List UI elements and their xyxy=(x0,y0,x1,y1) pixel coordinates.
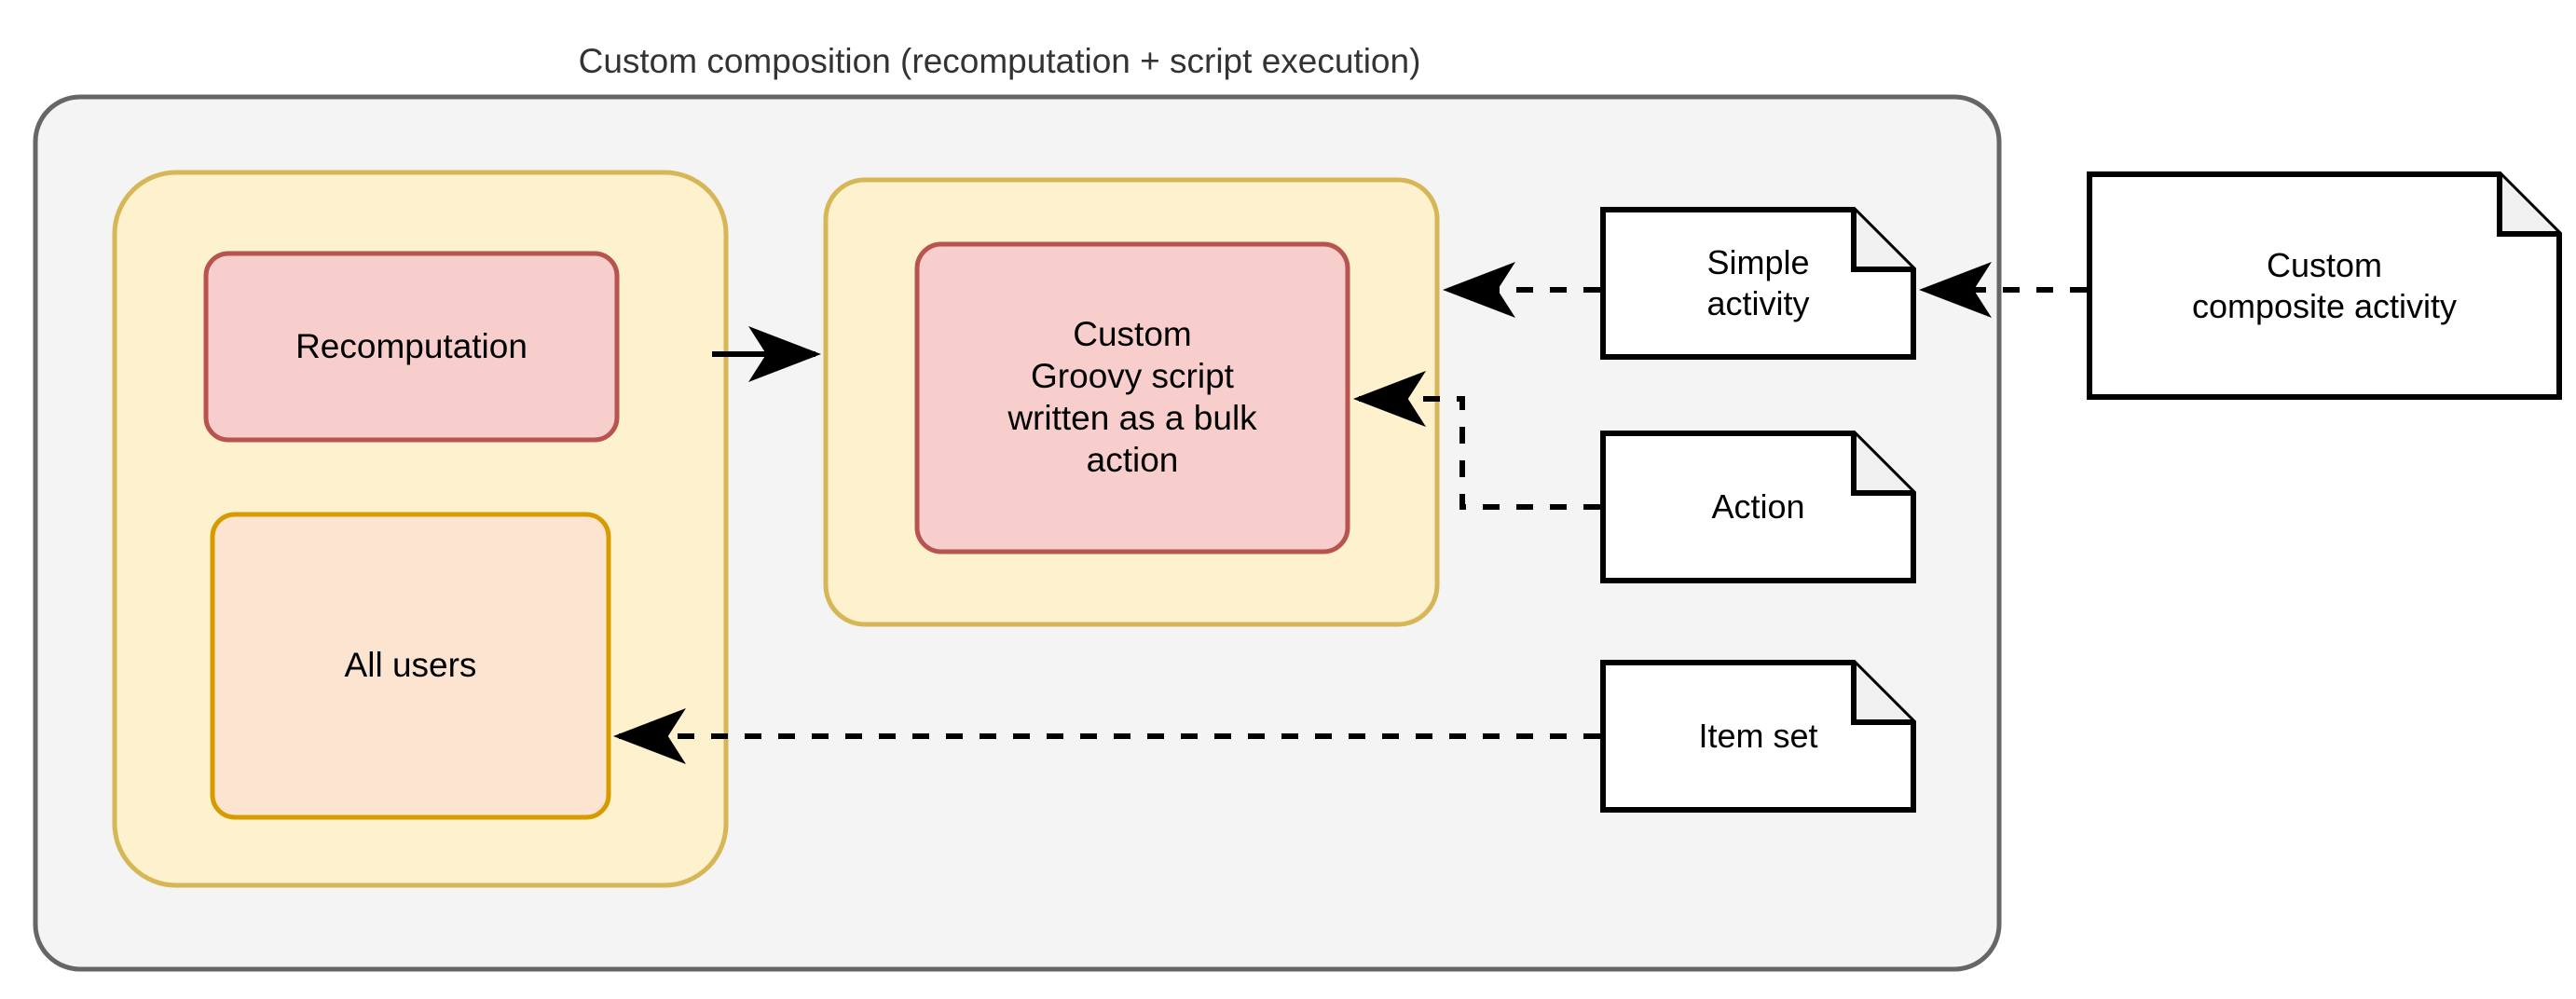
note-item-set[interactable] xyxy=(1600,660,1916,813)
note-custom-composite-activity[interactable] xyxy=(2087,171,2562,400)
node-recomputation[interactable] xyxy=(203,251,620,443)
note-simple-activity[interactable] xyxy=(1600,207,1916,360)
node-custom-groovy-script[interactable] xyxy=(914,241,1350,554)
diagram-title: Custom composition (recomputation + scri… xyxy=(578,42,1421,80)
edge-action-to-script xyxy=(1353,371,1600,510)
node-all-users[interactable] xyxy=(210,512,611,820)
note-action[interactable] xyxy=(1600,431,1916,583)
